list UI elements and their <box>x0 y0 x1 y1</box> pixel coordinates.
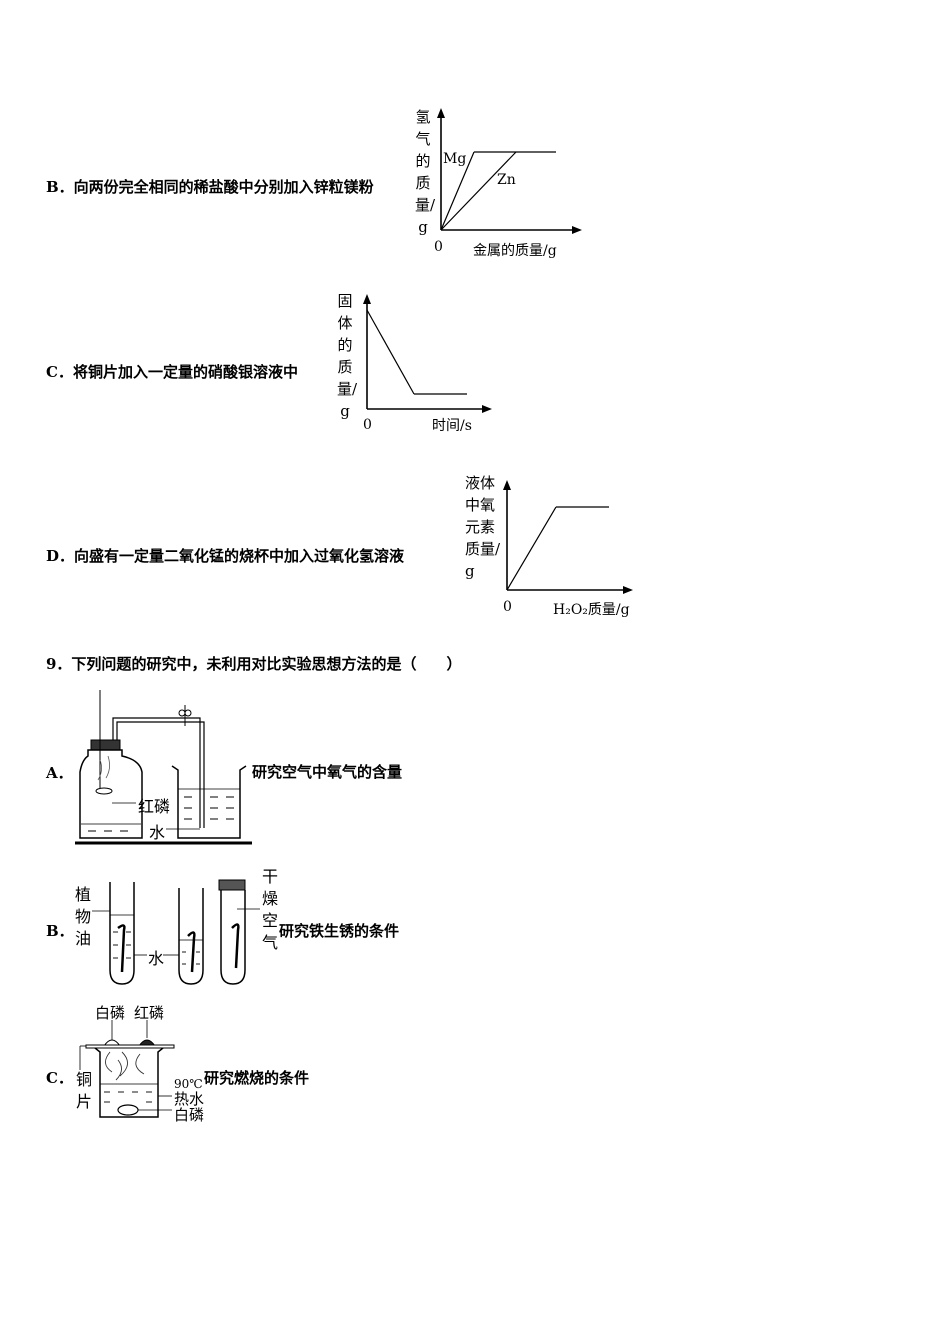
graph-c-xlabel: 时间/s <box>432 418 472 434</box>
graph-b-zn-line <box>440 151 517 231</box>
graph-d-ylabel: 液体中氧元素质量/g <box>465 474 501 580</box>
graph-b-mg-label: Mg <box>443 151 467 167</box>
graph-b-mg-line <box>440 151 475 231</box>
graph-b-origin: 0 <box>434 239 443 255</box>
q9-c-label-white-phosphorus-bottom: 白磷 <box>174 1106 205 1124</box>
graph-c-decline-line <box>366 309 415 395</box>
q9-a-label-red-phosphorus: 红磷 <box>138 797 171 816</box>
q9-option-c-letter: C． <box>46 1069 73 1087</box>
q9-b-label-oil: 植物油 <box>75 885 92 948</box>
q9-c-label-white-phosphorus-top: 白磷 <box>95 1004 126 1022</box>
q9-b-caption: 研究铁生锈的条件 <box>279 922 400 940</box>
graph-b-ylabel: 氢气的质量/g <box>415 108 436 236</box>
graph-c-ylabel: 固体的质量/g <box>337 292 358 420</box>
option-c-text: C．将铜片加入一定量的硝酸银溶液中 <box>46 363 298 381</box>
q9-c-label-temperature: 90℃ <box>174 1077 203 1091</box>
option-b-text: B．向两份完全相同的稀盐酸中分别加入锌粒镁粉 <box>46 178 374 196</box>
q9-a-label-water: 水 <box>149 823 166 842</box>
q9-c-caption: 研究燃烧的条件 <box>204 1069 310 1087</box>
graph-c-origin: 0 <box>363 417 372 433</box>
option-d-text: D．向盛有一定量二氧化锰的烧杯中加入过氧化氢溶液 <box>46 547 405 565</box>
q9-c-label-red-phosphorus-top: 红磷 <box>134 1004 165 1022</box>
q9-option-a-letter: A． <box>46 764 73 782</box>
q9-b-label-water: 水 <box>148 949 165 968</box>
question-9-stem: 9．下列问题的研究中，未利用对比实验思想方法的是（ ） <box>46 655 462 673</box>
graph-b-xlabel: 金属的质量/g <box>473 243 557 259</box>
graph-d-origin: 0 <box>503 599 512 615</box>
graph-b-zn-label: Zn <box>497 172 516 188</box>
q9-b-label-dry-air: 干燥空气 <box>262 867 279 952</box>
q9-option-b-letter: B． <box>46 922 74 940</box>
q9-c-label-copper: 铜片 <box>76 1070 93 1111</box>
graph-d-rise-line <box>506 506 557 591</box>
q9-c-label-hot-water: 热水 <box>174 1090 205 1108</box>
graph-d-xlabel: H₂O₂质量/g <box>553 602 630 618</box>
q9-a-caption: 研究空气中氧气的含量 <box>252 763 403 781</box>
